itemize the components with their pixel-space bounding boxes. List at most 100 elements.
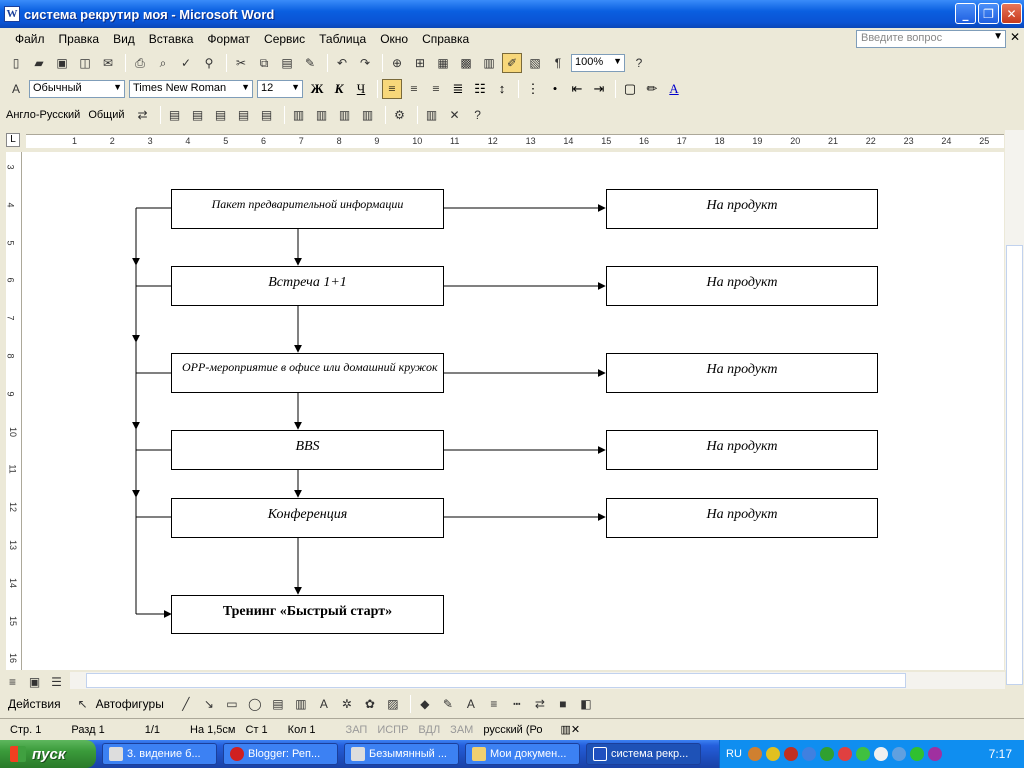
tables-borders-icon[interactable]: ⊞ bbox=[414, 56, 426, 70]
drawing-icon[interactable]: ✐ bbox=[502, 53, 522, 73]
menu-table[interactable]: Таблица bbox=[319, 32, 367, 46]
book-icon[interactable]: ▥ bbox=[425, 108, 438, 122]
flow-box-meeting[interactable]: Встреча 1+1 bbox=[171, 266, 444, 306]
translate-icon[interactable]: ⇄ bbox=[137, 108, 148, 122]
bold-button[interactable]: Ж bbox=[310, 81, 324, 96]
new-document-icon[interactable]: ▯ bbox=[12, 56, 20, 70]
flow-box-info-package[interactable]: Пакет предварительной информации bbox=[171, 189, 444, 229]
minimize-button[interactable]: _ bbox=[955, 3, 976, 24]
style-select[interactable]: Обычный ▼ bbox=[29, 80, 125, 98]
task-button[interactable]: система рекр... bbox=[586, 743, 701, 765]
russian-flag-icon[interactable] bbox=[873, 747, 888, 761]
network-icon[interactable] bbox=[801, 747, 816, 761]
textbox-icon[interactable]: ▤ bbox=[272, 697, 284, 711]
help-icon[interactable]: ? bbox=[635, 56, 643, 70]
tray-app-icon[interactable] bbox=[891, 747, 906, 761]
flow-box-product-1[interactable]: На продукт bbox=[606, 189, 878, 229]
horizontal-scrollbar[interactable] bbox=[70, 672, 1005, 689]
decrease-indent-icon[interactable]: ⇤ bbox=[571, 81, 583, 96]
dictionary-mode-select[interactable]: Общий bbox=[88, 109, 125, 121]
menu-view[interactable]: Вид bbox=[113, 32, 135, 46]
dict-icon[interactable]: ▥ bbox=[292, 108, 305, 122]
menu-window[interactable]: Окно bbox=[380, 32, 409, 46]
line-color-icon[interactable]: ✎ bbox=[442, 697, 453, 711]
dict-edit-icon[interactable]: ▥ bbox=[315, 108, 328, 122]
dash-style-icon[interactable]: ┅ bbox=[513, 697, 521, 711]
hyperlink-icon[interactable]: ⊕ bbox=[391, 56, 403, 70]
menu-insert[interactable]: Вставка bbox=[148, 32, 194, 46]
flow-box-quick-start[interactable]: Тренинг «Быстрый старт» bbox=[171, 595, 444, 634]
tab-stop-selector[interactable]: L bbox=[6, 133, 20, 147]
flow-box-bbs[interactable]: BBS bbox=[171, 430, 444, 470]
restore-button[interactable]: ❐ bbox=[978, 3, 999, 24]
underline-button[interactable]: Ч bbox=[356, 81, 366, 96]
translate-clip-icon[interactable]: ▤ bbox=[260, 108, 273, 122]
word-app-icon[interactable]: W bbox=[4, 6, 20, 22]
wordart-icon[interactable]: A bbox=[319, 697, 328, 711]
cut-icon[interactable]: ✂ bbox=[235, 56, 247, 70]
flow-box-product-4[interactable]: На продукт bbox=[606, 430, 878, 470]
line-icon[interactable]: ╱ bbox=[182, 697, 190, 711]
autoshapes-menu[interactable]: Автофигуры bbox=[95, 697, 164, 711]
permission-icon[interactable]: ◫ bbox=[79, 56, 91, 70]
styles-icon[interactable]: A bbox=[11, 82, 20, 96]
vertical-textbox-icon[interactable]: ▥ bbox=[295, 697, 307, 711]
flow-box-product-5[interactable]: На продукт bbox=[606, 498, 878, 538]
web-view-icon[interactable]: ▣ bbox=[28, 675, 41, 689]
paste-icon[interactable]: ▤ bbox=[281, 56, 293, 70]
help-icon[interactable]: ? bbox=[474, 108, 481, 122]
redo-icon[interactable]: ↷ bbox=[359, 56, 371, 70]
translate-word-icon[interactable]: ▤ bbox=[237, 108, 250, 122]
justify-icon[interactable]: ≣ bbox=[452, 81, 464, 96]
tray-arrow-icon[interactable] bbox=[747, 747, 762, 761]
save-icon[interactable]: ▣ bbox=[56, 56, 68, 70]
document-close-button[interactable]: ✕ bbox=[1009, 30, 1020, 44]
show-hide-icon[interactable]: ¶ bbox=[554, 56, 562, 70]
zoom-select[interactable]: 100% ▼ bbox=[571, 54, 625, 72]
flow-box-product-2[interactable]: На продукт bbox=[606, 266, 878, 306]
dict-list-icon[interactable]: ▥ bbox=[361, 108, 374, 122]
font-color-icon[interactable]: A bbox=[669, 81, 679, 96]
menu-format[interactable]: Формат bbox=[207, 32, 251, 46]
tools-icon[interactable]: ✕ bbox=[449, 108, 460, 122]
outline-view-icon[interactable]: ☰ bbox=[51, 675, 62, 689]
document-map-icon[interactable]: ▧ bbox=[529, 56, 541, 70]
highlight-icon[interactable]: ✏ bbox=[646, 81, 658, 96]
borders-icon[interactable]: ▢ bbox=[623, 81, 637, 96]
bullets-icon[interactable]: • bbox=[552, 81, 558, 96]
undo-icon[interactable]: ↶ bbox=[336, 56, 348, 70]
tray-app-icon[interactable] bbox=[819, 747, 834, 761]
document-page[interactable]: Пакет предварительной информации Встреча… bbox=[22, 152, 1004, 670]
research-icon[interactable]: ⚲ bbox=[204, 56, 214, 70]
shadow-icon[interactable]: ■ bbox=[559, 697, 567, 711]
print-icon[interactable]: ⎙ bbox=[135, 55, 145, 70]
translate-sel-icon[interactable]: ▤ bbox=[191, 108, 204, 122]
flow-box-product-3[interactable]: На продукт bbox=[606, 353, 878, 393]
play-icon[interactable] bbox=[909, 747, 924, 761]
tray-app-icon[interactable] bbox=[837, 747, 852, 761]
status-record[interactable]: ЗАП bbox=[345, 723, 368, 736]
line-style-icon[interactable]: ≡ bbox=[490, 697, 498, 711]
font-size-select[interactable]: 12 ▼ bbox=[257, 80, 303, 98]
status-overtype[interactable]: ЗАМ bbox=[450, 723, 474, 736]
flow-box-opp-event[interactable]: ОPP-мероприятие в офисе или домашний кру… bbox=[171, 353, 444, 393]
status-track[interactable]: ИСПР bbox=[377, 723, 409, 736]
insert-excel-icon[interactable]: ▩ bbox=[460, 56, 472, 70]
warning-icon[interactable] bbox=[783, 747, 798, 761]
menu-file[interactable]: Файл bbox=[15, 32, 45, 46]
tray-app-icon[interactable] bbox=[927, 747, 942, 761]
font-color-icon[interactable]: A bbox=[466, 697, 475, 711]
close-button[interactable]: ✕ bbox=[1001, 3, 1022, 24]
start-button[interactable]: пуск bbox=[0, 740, 96, 768]
chevron-down-icon[interactable]: ▼ bbox=[993, 31, 1003, 42]
flow-box-conference[interactable]: Конференция bbox=[171, 498, 444, 538]
spelling-icon[interactable]: ✓ bbox=[180, 56, 192, 70]
translate-para-icon[interactable]: ▤ bbox=[214, 108, 227, 122]
menu-edit[interactable]: Правка bbox=[58, 32, 100, 46]
3d-icon[interactable]: ◧ bbox=[580, 697, 592, 711]
clock[interactable]: 7:17 bbox=[988, 747, 1012, 761]
increase-indent-icon[interactable]: ⇥ bbox=[593, 81, 605, 96]
shield-icon[interactable] bbox=[765, 747, 780, 761]
